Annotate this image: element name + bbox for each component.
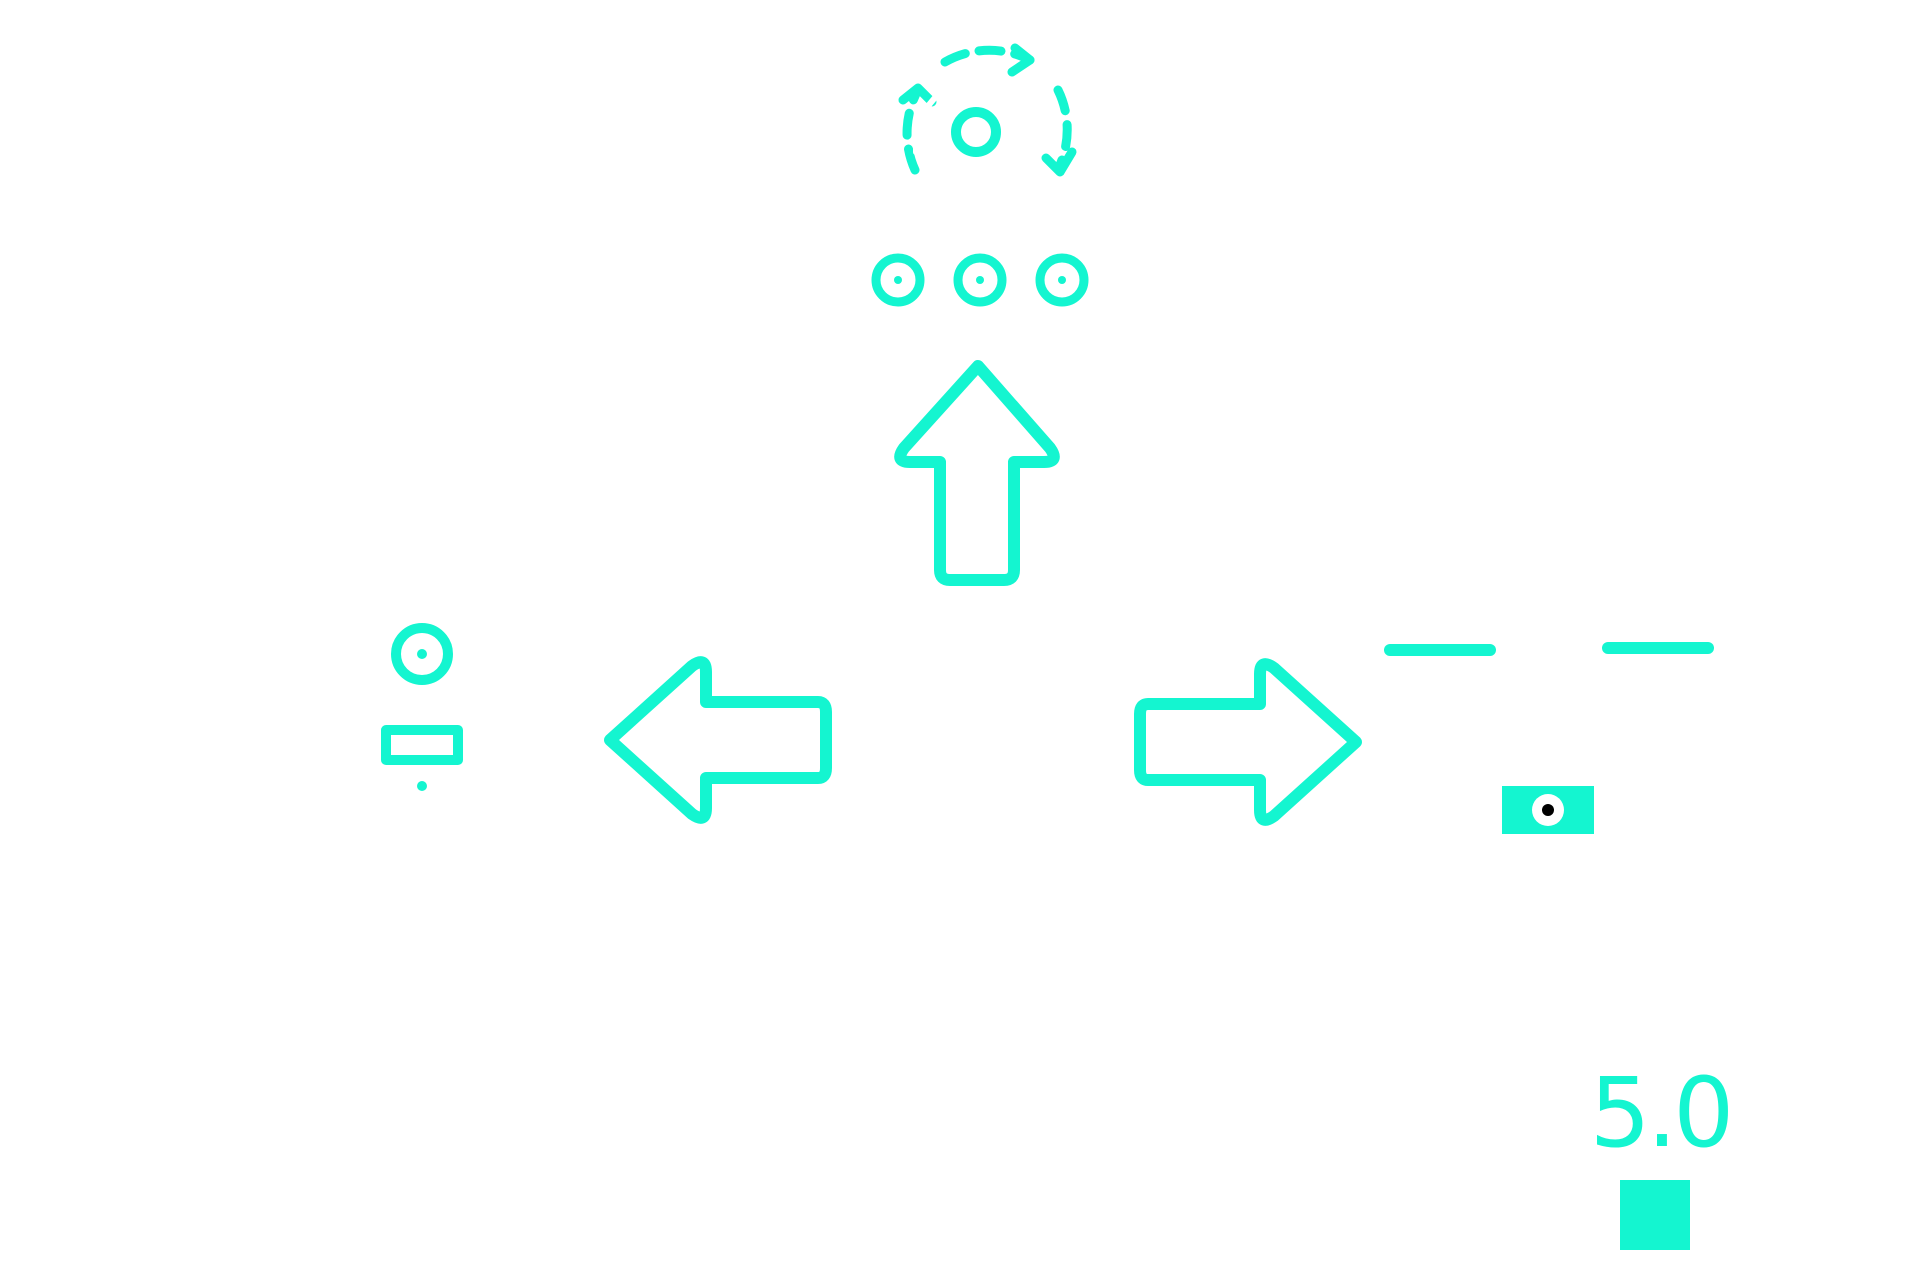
robot-left-arm bbox=[275, 723, 357, 855]
robot-icon bbox=[275, 593, 569, 923]
rotation-arrows-icon bbox=[898, 43, 1077, 177]
robot-head-outline bbox=[347, 593, 497, 723]
arrow-left-icon bbox=[604, 656, 832, 824]
version-label: 5.0 bbox=[1589, 1057, 1735, 1169]
drone-right-leg bbox=[1609, 715, 1663, 863]
robot-tentacle-left bbox=[381, 837, 401, 919]
robot-right-arm bbox=[485, 723, 569, 855]
camera-lens-icon bbox=[1542, 804, 1554, 816]
camera-icon bbox=[1502, 786, 1594, 834]
drone-frame bbox=[1407, 673, 1691, 711]
robot-chest-panel bbox=[381, 725, 463, 765]
drone-left-leg bbox=[1437, 715, 1489, 863]
robot-tentacle-middle bbox=[411, 837, 434, 923]
drone-mount bbox=[1513, 727, 1585, 773]
drone-camera-icon bbox=[1384, 642, 1714, 863]
conveyor-automation-icon bbox=[839, 43, 1123, 317]
robot-eye-icon bbox=[391, 623, 453, 685]
arrow-up-icon bbox=[894, 360, 1060, 586]
arrow-right-icon bbox=[1134, 658, 1362, 826]
robot-tentacle-right bbox=[443, 837, 463, 919]
conveyor-belt-icon bbox=[839, 241, 1123, 317]
boxes-icon bbox=[867, 189, 1111, 247]
gear-icon bbox=[913, 79, 1039, 209]
version-square bbox=[1620, 1180, 1690, 1250]
robot-body-outline bbox=[351, 717, 491, 841]
